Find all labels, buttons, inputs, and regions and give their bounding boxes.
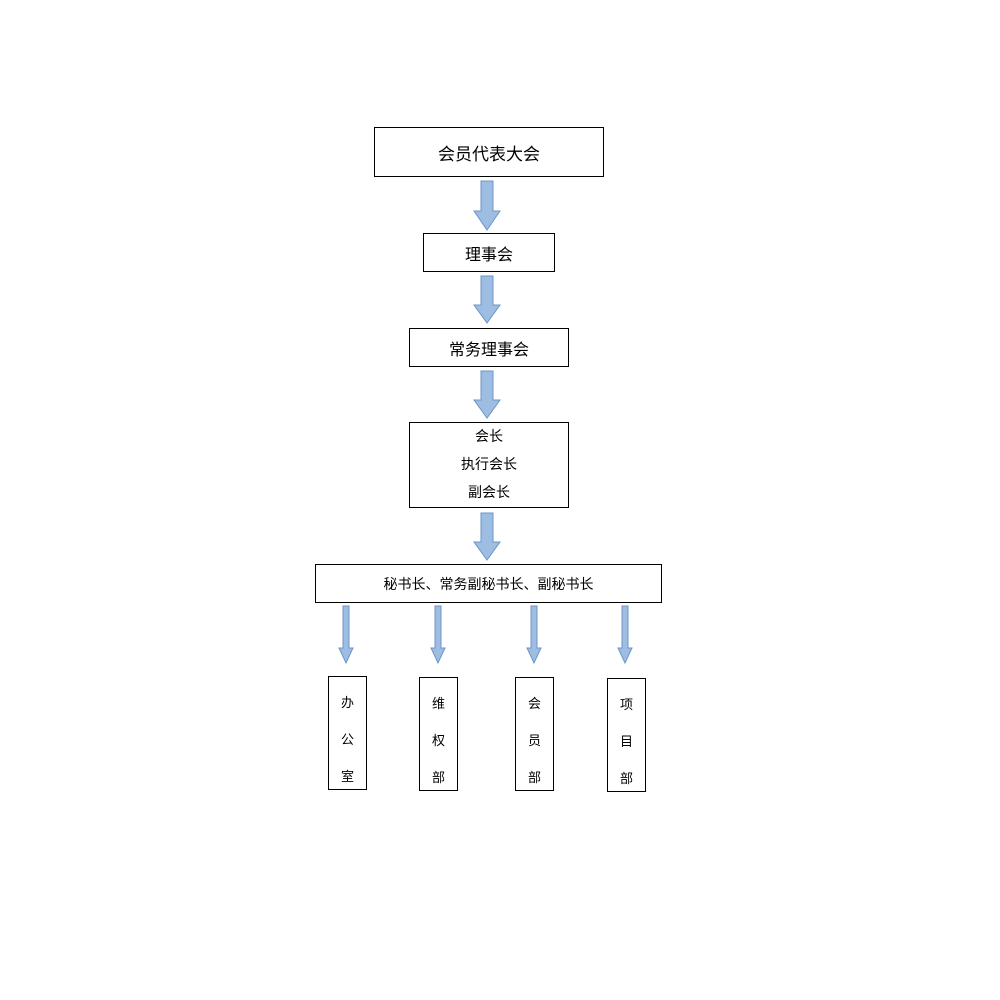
standing-council-label: 常务理事会 <box>448 339 529 359</box>
secretariat-box: 秘书长、常务副秘书长、副秘书长 <box>315 564 662 603</box>
down-arrow-icon <box>526 605 542 665</box>
department-office-char: 公 <box>340 733 354 748</box>
department-rights-char: 权 <box>431 734 445 749</box>
down-arrow-icon <box>338 605 354 665</box>
council-label: 理事会 <box>464 244 513 264</box>
department-office-char: 办 <box>340 696 354 711</box>
department-rights-char: 维 <box>431 697 445 712</box>
department-members-char: 员 <box>527 734 541 749</box>
department-rights-char: 部 <box>431 771 445 786</box>
vice-president-label: 副会长 <box>468 485 510 501</box>
department-members-box: 会 员 部 <box>515 677 554 791</box>
down-arrow-icon <box>473 275 501 324</box>
president-label: 会长 <box>475 429 503 445</box>
department-members-char: 会 <box>527 697 541 712</box>
standing-council-box: 常务理事会 <box>409 328 569 367</box>
department-projects-char: 目 <box>619 735 633 750</box>
down-arrow-icon <box>617 605 633 665</box>
department-office-box: 办 公 室 <box>328 676 367 790</box>
executive-president-label: 执行会长 <box>461 457 517 473</box>
department-projects-char: 项 <box>619 698 633 713</box>
general-assembly-label: 会员代表大会 <box>438 144 540 165</box>
down-arrow-icon <box>473 180 501 231</box>
general-assembly-box: 会员代表大会 <box>374 127 604 177</box>
department-office-char: 室 <box>340 770 354 785</box>
down-arrow-icon <box>430 605 446 665</box>
secretariat-label: 秘书长、常务副秘书长、副秘书长 <box>383 576 594 593</box>
department-members-char: 部 <box>527 771 541 786</box>
department-projects-char: 部 <box>619 772 633 787</box>
down-arrow-icon <box>473 512 501 561</box>
department-rights-box: 维 权 部 <box>419 677 458 791</box>
down-arrow-icon <box>473 370 501 419</box>
department-projects-box: 项 目 部 <box>607 678 646 792</box>
council-box: 理事会 <box>423 233 555 272</box>
presidents-box: 会长 执行会长 副会长 <box>409 422 569 508</box>
